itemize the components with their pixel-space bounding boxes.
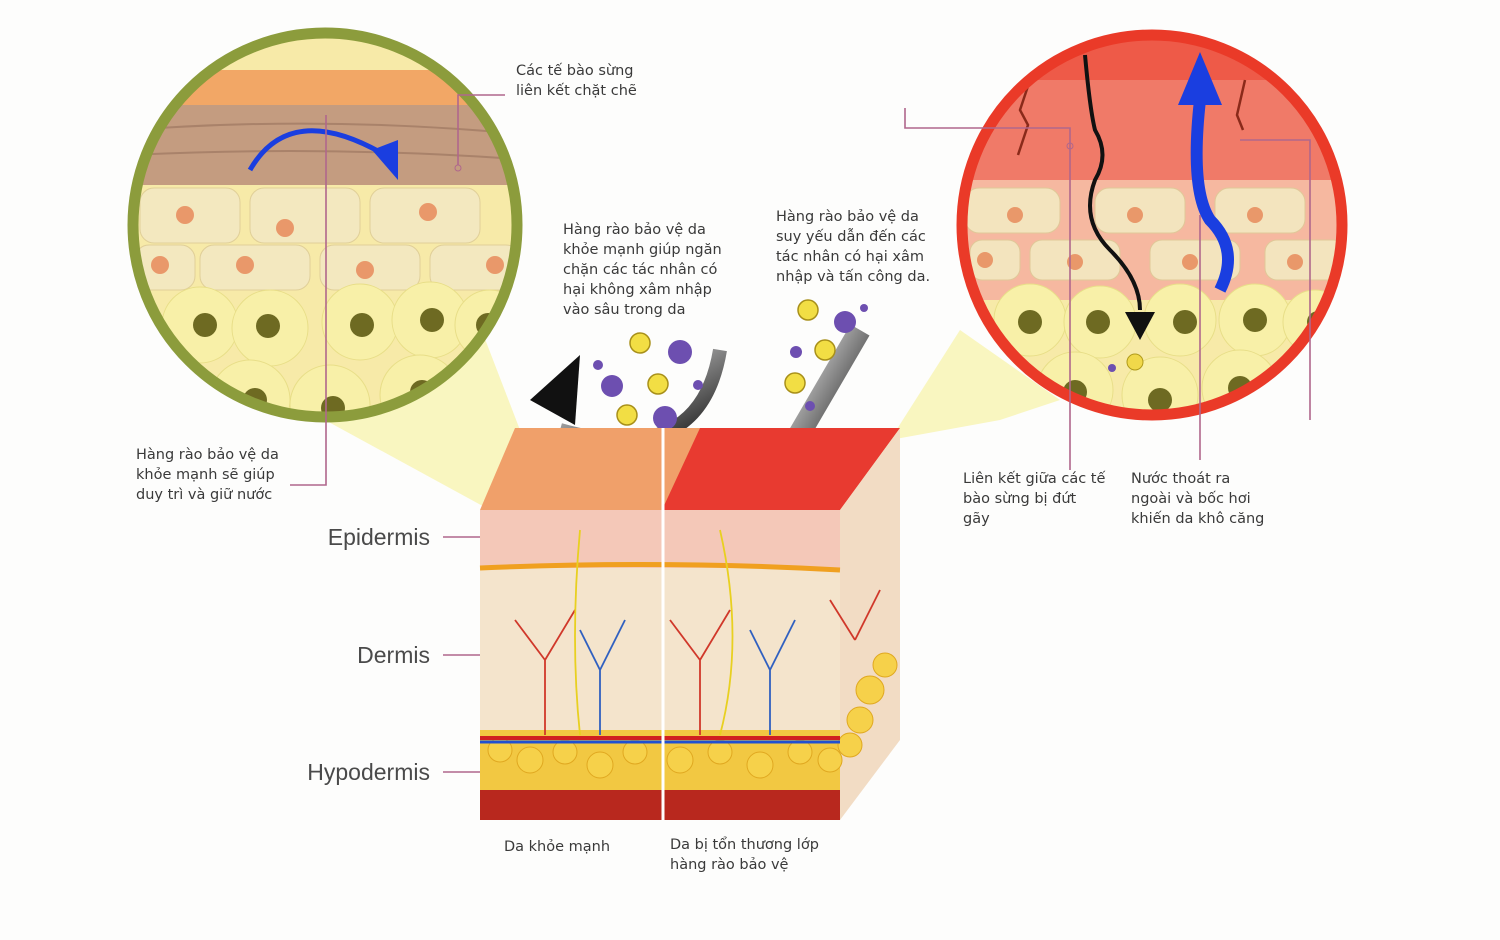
svg-text:hàng rào bảo vệ: hàng rào bảo vệ <box>670 857 789 873</box>
svg-text:bào sừng bị đứt: bào sừng bị đứt <box>963 491 1077 507</box>
zoom-cone-right <box>890 330 1060 440</box>
note-weak-attack: Hàng rào bảo vệ da suy yếu dẫn đến các t… <box>776 209 930 285</box>
healthy-ring <box>127 27 523 423</box>
svg-text:khỏe mạnh giúp ngăn: khỏe mạnh giúp ngăn <box>563 242 722 258</box>
label-dermis: Dermis <box>357 642 430 668</box>
caption-damaged: Da bị tổn thương lớp hàng rào bảo vệ <box>670 836 819 873</box>
label-epidermis: Epidermis <box>328 524 430 550</box>
svg-text:chặn các tác nhân có: chặn các tác nhân có <box>563 262 717 278</box>
svg-text:Liên kết giữa các tế: Liên kết giữa các tế <box>963 470 1105 487</box>
damaged-ring <box>956 29 1348 421</box>
note-healthy-water: Hàng rào bảo vệ da khỏe mạnh sẽ giúp duy… <box>136 447 279 503</box>
svg-text:vào sâu trong da: vào sâu trong da <box>563 302 685 318</box>
damaged-magnifier <box>964 37 1340 413</box>
svg-text:Hàng rào bảo vệ da: Hàng rào bảo vệ da <box>563 222 706 238</box>
label-hypodermis: Hypodermis <box>307 759 430 785</box>
svg-text:ngoài và bốc hơi: ngoài và bốc hơi <box>1131 490 1251 507</box>
harmful-particles <box>593 299 868 430</box>
damaged-surface <box>662 428 900 510</box>
svg-text:Hàng rào bảo vệ da: Hàng rào bảo vệ da <box>776 209 919 225</box>
svg-text:duy trì và giữ nước: duy trì và giữ nước <box>136 487 272 503</box>
svg-text:suy yếu dẫn đến các: suy yếu dẫn đến các <box>776 228 926 245</box>
svg-text:nhập và tấn công da.: nhập và tấn công da. <box>776 269 930 285</box>
svg-text:liên kết chặt chẽ: liên kết chặt chẽ <box>516 82 637 99</box>
blocked-path-arrow-icon <box>247 128 387 172</box>
water-loss-arrow-icon <box>1190 99 1234 293</box>
svg-text:Nước thoát ra: Nước thoát ra <box>1131 471 1230 487</box>
svg-text:tác nhân có hại xâm: tác nhân có hại xâm <box>776 249 924 265</box>
svg-text:Da bị tổn thương lớp: Da bị tổn thương lớp <box>670 836 819 853</box>
skin-cross-section <box>479 428 900 820</box>
epidermis-layer <box>480 510 840 568</box>
note-tight-cells: Các tế bào sừng liên kết chặt chẽ <box>516 62 637 99</box>
leader-lines <box>290 94 1311 776</box>
svg-text:gãy: gãy <box>963 511 990 527</box>
svg-text:khỏe mạnh sẽ giúp: khỏe mạnh sẽ giúp <box>136 467 275 483</box>
penetration-path-arrow-icon <box>1083 54 1142 311</box>
svg-text:Da khỏe mạnh: Da khỏe mạnh <box>504 839 610 855</box>
note-broken-links: Liên kết giữa các tế bào sừng bị đứt gãy <box>963 470 1105 527</box>
deflect-arrow-icon <box>530 348 727 447</box>
svg-text:Hàng rào bảo vệ da: Hàng rào bảo vệ da <box>136 447 279 463</box>
svg-text:khiến da khô căng: khiến da khô căng <box>1131 510 1264 527</box>
svg-text:Các tế bào sừng: Các tế bào sừng <box>516 62 634 79</box>
note-healthy-block: Hàng rào bảo vệ da khỏe mạnh giúp ngăn c… <box>563 222 722 318</box>
note-water-loss: Nước thoát ra ngoài và bốc hơi khiến da … <box>1131 471 1264 527</box>
svg-text:hại không xâm nhập: hại không xâm nhập <box>563 282 712 298</box>
caption-healthy: Da khỏe mạnh <box>504 839 610 855</box>
